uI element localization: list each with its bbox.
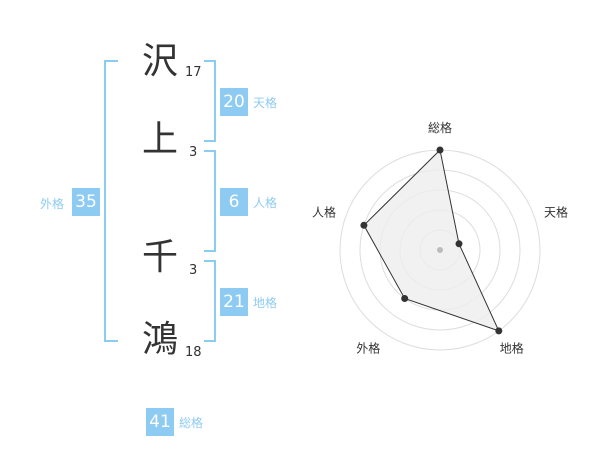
tenkaku-label: 天格 <box>253 96 278 110</box>
stroke-count-3: 3 <box>189 263 198 278</box>
name-char-2: 上 <box>141 119 178 160</box>
jinkaku-label: 人格 <box>253 196 278 210</box>
soukaku-label: 総格 <box>179 416 204 430</box>
soukaku-value: 41 <box>146 408 174 436</box>
gaikaku-bracket <box>104 60 118 342</box>
radar-point-3 <box>495 327 503 335</box>
radar-point-2 <box>455 240 463 248</box>
radar-point-5 <box>360 221 368 229</box>
name-char-1: 沢 <box>141 41 178 82</box>
radar-axis-label-5: 人格 <box>312 204 336 219</box>
tenkaku-value: 20 <box>220 88 248 116</box>
chikaku-bracket <box>204 260 216 342</box>
radar-point-4 <box>401 295 409 302</box>
stroke-count-2: 3 <box>189 145 198 160</box>
radar-point-1 <box>436 146 444 154</box>
jinkaku-value: 6 <box>220 188 248 216</box>
gaikaku-value: 35 <box>72 188 100 216</box>
radar-area <box>363 148 500 332</box>
radar-axis-label-4: 外格 <box>356 341 380 356</box>
radar-axis-label-3: 地格 <box>500 341 524 356</box>
radar-axis-label-2: 天格 <box>544 204 568 219</box>
chikaku-label: 地格 <box>253 296 278 310</box>
radar-axis-label-1: 総格 <box>428 120 452 135</box>
chikaku-value: 21 <box>220 288 248 316</box>
gaikaku-label: 外格 <box>40 197 65 211</box>
stroke-count-4: 18 <box>185 345 202 360</box>
jinkaku-bracket <box>204 150 216 252</box>
name-char-3: 千 <box>141 237 178 278</box>
name-char-4: 鴻 <box>141 319 178 360</box>
radar-center-dot <box>437 247 443 253</box>
stroke-count-1: 17 <box>185 65 202 80</box>
tenkaku-bracket <box>204 60 216 142</box>
